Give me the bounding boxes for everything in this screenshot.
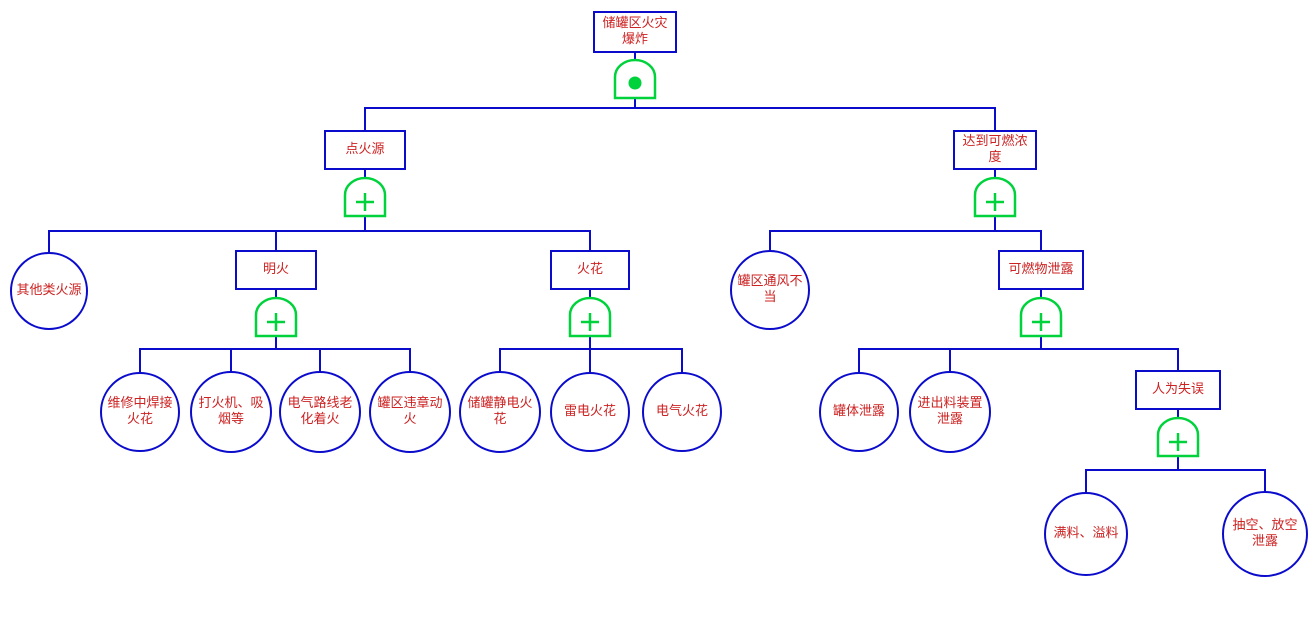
tank-body-leak-basic-event: 罐体泄露 bbox=[819, 372, 899, 452]
illegal-hot-work-label: 罐区违章动 火 bbox=[377, 395, 443, 427]
other-fire-source-label: 其他类火源 bbox=[16, 282, 82, 298]
flammable-leak-event-box: 可燃物泄露 bbox=[998, 250, 1084, 290]
ignition-source-event-box: 点火源 bbox=[324, 130, 406, 170]
top-event-event-box: 储罐区火灾 爆炸 bbox=[593, 11, 677, 53]
lightning-spark-basic-event: 雷电火花 bbox=[550, 372, 630, 452]
human-error-event-box: 人为失误 bbox=[1135, 370, 1221, 410]
dot-icon bbox=[628, 76, 642, 90]
tank-body-leak-label: 罐体泄露 bbox=[832, 403, 885, 419]
ignition-source-label: 点火源 bbox=[345, 141, 385, 157]
welding-spark-label: 维修中焊接 火花 bbox=[107, 395, 173, 427]
poor-ventilation-basic-event: 罐区通风不 当 bbox=[730, 250, 810, 330]
emptying-venting-leak-label: 抽空、放空 泄露 bbox=[1232, 517, 1298, 549]
lighter-smoking-label: 打火机、吸 烟等 bbox=[198, 395, 264, 427]
inlet-outlet-device-leak-label: 进出料装置 泄露 bbox=[917, 395, 983, 427]
inlet-outlet-device-leak-basic-event: 进出料装置 泄露 bbox=[909, 371, 991, 453]
electric-spark-basic-event: 电气火花 bbox=[642, 372, 722, 452]
lighter-smoking-basic-event: 打火机、吸 烟等 bbox=[190, 371, 272, 453]
wire-aging-fire-basic-event: 电气路线老 化着火 bbox=[279, 371, 361, 453]
overfill-spill-label: 满料、溢料 bbox=[1053, 525, 1119, 541]
wire-aging-fire-label: 电气路线老 化着火 bbox=[287, 395, 353, 427]
lightning-spark-label: 雷电火花 bbox=[563, 403, 616, 419]
open-flame-label: 明火 bbox=[262, 261, 289, 277]
flammable-leak-label: 可燃物泄露 bbox=[1008, 261, 1074, 277]
flammable-concentration-label: 达到可燃浓 度 bbox=[962, 133, 1028, 165]
welding-spark-basic-event: 维修中焊接 火花 bbox=[100, 372, 180, 452]
tank-static-spark-basic-event: 储罐静电火 花 bbox=[459, 371, 541, 453]
open-flame-event-box: 明火 bbox=[235, 250, 317, 290]
overfill-spill-basic-event: 满料、溢料 bbox=[1044, 492, 1128, 576]
electric-spark-label: 电气火花 bbox=[655, 403, 708, 419]
emptying-venting-leak-basic-event: 抽空、放空 泄露 bbox=[1222, 491, 1308, 577]
tank-static-spark-label: 储罐静电火 花 bbox=[467, 395, 533, 427]
top-event-label: 储罐区火灾 爆炸 bbox=[602, 15, 668, 47]
spark-event-box: 火花 bbox=[550, 250, 630, 290]
spark-label: 火花 bbox=[576, 261, 603, 277]
flammable-concentration-event-box: 达到可燃浓 度 bbox=[953, 130, 1037, 170]
human-error-label: 人为失误 bbox=[1151, 381, 1204, 397]
illegal-hot-work-basic-event: 罐区违章动 火 bbox=[369, 371, 451, 453]
other-fire-source-basic-event: 其他类火源 bbox=[10, 252, 88, 330]
poor-ventilation-label: 罐区通风不 当 bbox=[737, 273, 803, 305]
